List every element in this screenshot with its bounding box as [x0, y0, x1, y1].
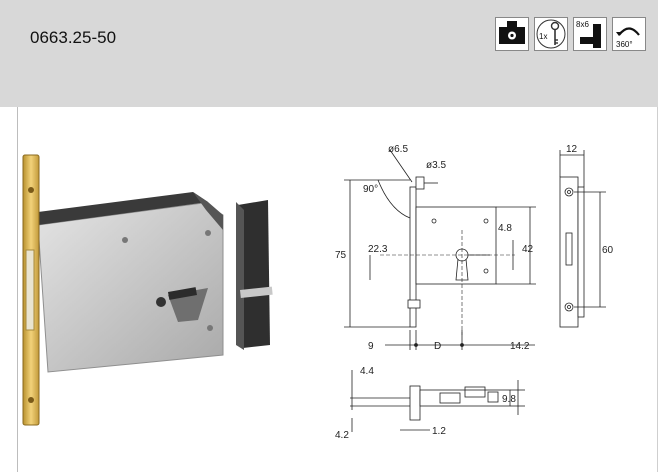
dim-left-margin: 9 [368, 341, 374, 352]
key-count-label: 1x [539, 32, 547, 41]
dim-top-a: 4.4 [360, 366, 374, 377]
dim-body-height: 42 [522, 244, 534, 255]
dim-height: 75 [335, 250, 347, 261]
dim-center-offset: 22.3 [368, 244, 388, 255]
dim-depth: 14.2 [510, 341, 530, 352]
rotation-label: 360° [616, 40, 633, 49]
spindle-icon: 8x6 [573, 17, 607, 51]
left-border [17, 107, 18, 472]
dim-top-c: 4.2 [335, 430, 349, 441]
rotation-icon: 360° [612, 17, 646, 51]
dim-top-b: 9.8 [502, 394, 516, 405]
dim-hole-spacing: 60 [602, 245, 614, 256]
technical-drawing: ø6.5 ø3.5 90° 75 22.3 4.8 42 9 D 14.2 12… [335, 144, 614, 441]
dim-keyhole-offset: 4.8 [498, 223, 512, 234]
product-code: 0663.25-50 [30, 28, 117, 47]
dim-hole-dia: ø6.5 [388, 144, 408, 155]
cylinder-bore-icon [495, 17, 529, 51]
dim-side-width: 12 [566, 144, 578, 155]
key-icon: 1x [534, 17, 568, 51]
dim-backset: D [434, 341, 441, 352]
header-bar: 0663.25-50 1x 8x6 [0, 0, 658, 107]
dim-angle: 90° [363, 184, 378, 195]
dim-top-d: 1.2 [432, 426, 446, 437]
feature-icons: 1x 8x6 360° [495, 17, 646, 51]
spindle-size-label: 8x6 [576, 20, 589, 29]
product-photo [22, 154, 273, 426]
dim-pin-dia: ø3.5 [426, 160, 446, 171]
